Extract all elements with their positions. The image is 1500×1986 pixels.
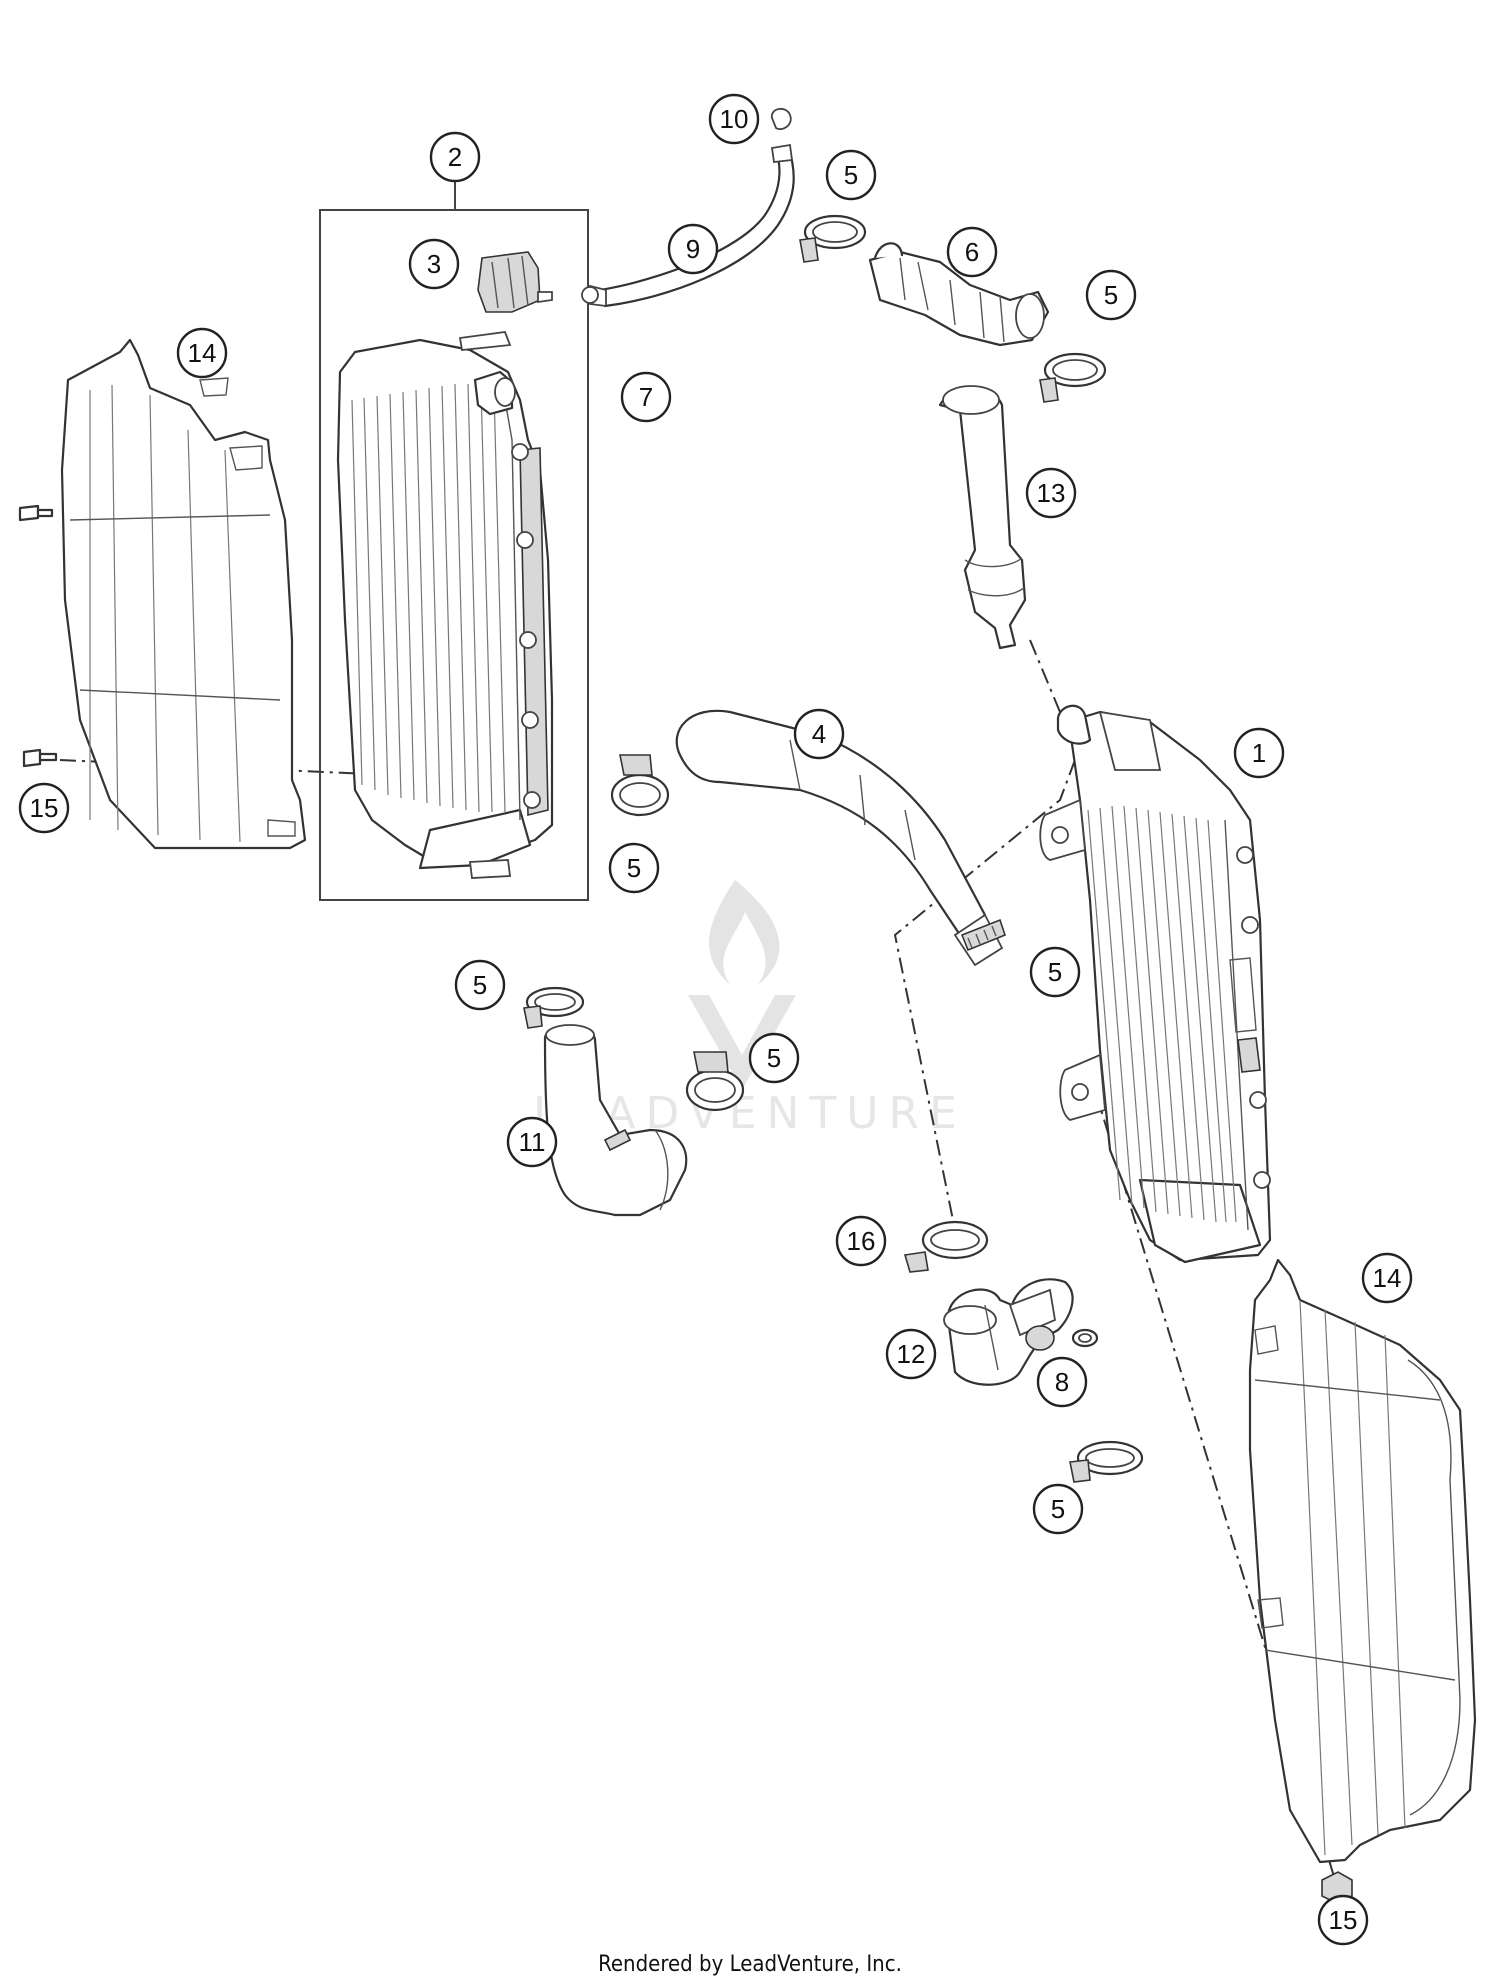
spring-clamp-right [960,918,1006,952]
callout-5-b: 5 [1085,269,1137,321]
callout-14-a: 14 [176,327,228,379]
radiator-right-fins [1087,805,1237,1223]
callout-14-b: 14 [1361,1252,1413,1304]
radiator-cap [477,251,553,313]
bolt-left [18,504,58,768]
svg-text:13: 13 [1037,478,1066,508]
callout-12: 12 [885,1328,937,1380]
callout-5-e: 5 [454,959,506,1011]
callout-1: 1 [1233,727,1285,779]
hose-clamp-hose11-side [685,1051,745,1112]
hose-clamp-upper-b [1039,352,1107,403]
callout-5-g: 5 [1032,1483,1084,1535]
callout-9: 9 [667,223,719,275]
svg-text:3: 3 [427,249,441,279]
callout-15-a: 15 [18,782,70,834]
svg-text:5: 5 [844,160,858,190]
callout-7: 7 [620,371,672,423]
callout-10: 10 [708,93,760,145]
svg-text:11: 11 [519,1127,546,1157]
radiator-right [1039,704,1272,1264]
svg-text:2: 2 [448,142,462,172]
callout-5-c: 5 [608,842,660,894]
callout-5-a: 5 [825,149,877,201]
svg-text:16: 16 [847,1226,876,1256]
svg-text:8: 8 [1055,1367,1069,1397]
svg-text:14: 14 [1373,1263,1402,1293]
svg-text:10: 10 [720,104,749,134]
svg-text:5: 5 [767,1043,781,1073]
callout-8: 8 [1036,1356,1088,1408]
svg-text:7: 7 [639,382,653,412]
hose-clamp-mid-left [610,754,670,817]
callout-16: 16 [835,1215,887,1267]
svg-text:9: 9 [686,234,700,264]
coolant-pipe [938,385,1027,650]
svg-text:5: 5 [1048,957,1062,987]
svg-text:15: 15 [30,793,59,823]
radiator-guard-right [1248,1258,1477,1864]
svg-text:5: 5 [1051,1494,1065,1524]
overflow-hose [581,108,795,308]
callout-2: 2 [429,131,481,183]
callout-5-d: 5 [1029,946,1081,998]
callout-3: 3 [408,238,460,290]
svg-text:14: 14 [188,338,217,368]
callout-4: 4 [793,708,845,760]
callouts: 1 2 3 4 5 5 5 5 5 5 5 6 7 8 9 10 11 12 1… [18,93,1413,1946]
elbow-hose [943,1278,1074,1386]
footer-credit: Rendered by LeadVenture, Inc. [598,1952,902,1977]
svg-text:15: 15 [1329,1905,1358,1935]
hose-clamp-upper-a [799,214,867,263]
hose-clamp-lower [1069,1440,1144,1483]
radiator-guard-left [60,338,307,850]
callout-13: 13 [1025,467,1077,519]
radiator-left-fins [351,383,506,813]
svg-text:12: 12 [897,1339,926,1369]
svg-text:5: 5 [473,970,487,1000]
hose-clamp-16 [903,1220,989,1273]
callout-15-b: 15 [1317,1894,1369,1946]
svg-text:1: 1 [1252,738,1266,768]
hose-clamp-hose11-top [523,986,585,1029]
svg-text:4: 4 [812,719,826,749]
radiator-left [336,331,554,879]
callout-6: 6 [946,226,998,278]
svg-text:5: 5 [1104,280,1118,310]
callout-5-f: 5 [748,1032,800,1084]
callout-11: 11 [506,1116,558,1168]
washer [1071,1328,1099,1348]
svg-text:5: 5 [627,853,641,883]
upper-hose [868,242,1050,347]
svg-text:6: 6 [965,237,979,267]
